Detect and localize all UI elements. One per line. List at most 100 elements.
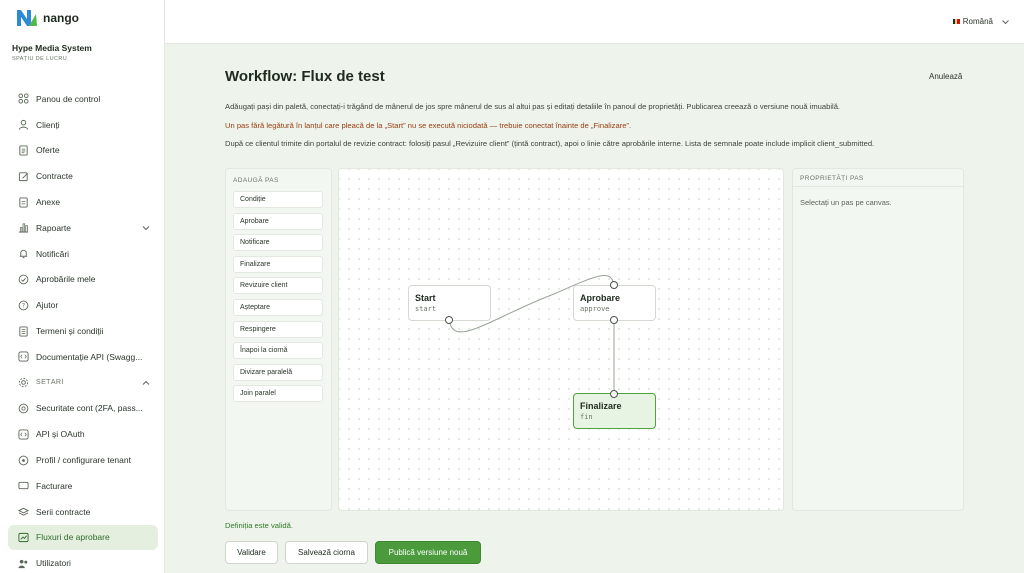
- shield-icon: [18, 403, 29, 414]
- sidebar-item-tenant-profile[interactable]: Profil / configurare tenant: [8, 447, 158, 473]
- validate-button[interactable]: Validare: [225, 541, 278, 564]
- node-finalize-input-handle[interactable]: [610, 390, 618, 398]
- sidebar-item-approval-flows[interactable]: Fluxuri de aprobare: [8, 524, 158, 551]
- logo[interactable]: nango: [16, 9, 79, 27]
- chevron-down-icon: [1002, 19, 1009, 24]
- sidebar-item-label: Facturare: [36, 480, 73, 491]
- palette-item-parallel-join[interactable]: Join paralel: [233, 385, 323, 403]
- palette-title: ADAUGĂ PAS: [233, 177, 279, 184]
- layers-icon: [18, 506, 29, 517]
- romania-flag-icon: [952, 19, 960, 24]
- chevron-down-icon[interactable]: [142, 224, 150, 232]
- sidebar-item-users[interactable]: Utilizatori: [8, 550, 158, 573]
- help-icon: ?: [18, 300, 29, 311]
- page-description: Adăugați pași din paletă, conectați-i tr…: [225, 102, 841, 111]
- terms-icon: [18, 326, 29, 337]
- node-title: Start: [415, 293, 436, 303]
- sidebar-item-contracts[interactable]: Contracte: [8, 163, 158, 189]
- cancel-link[interactable]: Anulează: [929, 72, 963, 81]
- workspace-info[interactable]: Hype Media System SPAȚIU DE LUCRU: [12, 43, 92, 62]
- node-title: Aprobare: [580, 293, 621, 303]
- user-icon: [18, 119, 29, 130]
- palette-item-wait[interactable]: Așteptare: [233, 299, 323, 316]
- sidebar-item-label: API și OAuth: [36, 429, 85, 440]
- contract-icon: [18, 171, 29, 182]
- sidebar-item-label: Rapoarte: [36, 222, 71, 233]
- sidebar-item-label: Contracte: [36, 171, 73, 182]
- sidebar-item-notifications[interactable]: Notificări: [8, 241, 158, 267]
- properties-panel: PROPRIETĂȚI PAS Selectați un pas pe canv…: [792, 168, 964, 511]
- document-icon: [18, 145, 29, 156]
- publish-version-button[interactable]: Publică versiune nouă: [375, 541, 481, 564]
- sidebar-item-annexes[interactable]: Anexe: [8, 189, 158, 215]
- node-approve-input-handle[interactable]: [610, 281, 618, 289]
- target-icon: [18, 455, 29, 466]
- sidebar-item-clients[interactable]: Clienți: [8, 112, 158, 138]
- sidebar-item-terms[interactable]: Termeni și condiții: [8, 318, 158, 344]
- node-key: fin: [580, 413, 593, 421]
- sidebar-item-label: Ajutor: [36, 300, 59, 311]
- palette-item-client-review[interactable]: Revizuire client: [233, 277, 323, 295]
- node-key: start: [415, 305, 437, 313]
- language-label: Română: [962, 17, 993, 26]
- workflow-icon: [18, 532, 29, 543]
- workspace-subtitle: SPAȚIU DE LUCRU: [12, 56, 68, 62]
- sidebar-item-billing[interactable]: Facturare: [8, 473, 158, 499]
- warning-message: Un pas fără legătură în lanțul care plea…: [225, 121, 632, 130]
- sidebar-item-label: Utilizatori: [36, 558, 71, 569]
- node-key: approve: [580, 305, 610, 313]
- sidebar-section-settings[interactable]: SETĂRI: [8, 370, 158, 396]
- sidebar-item-offers[interactable]: Oferte: [8, 138, 158, 164]
- page-title: Workflow: Flux de test: [225, 68, 385, 85]
- sidebar-item-label: Panou de control: [36, 93, 101, 104]
- sidebar-item-label: Serii contracte: [36, 506, 91, 517]
- sidebar-item-label: Profil / configurare tenant: [36, 455, 131, 466]
- palette-item-reject[interactable]: Respingere: [233, 320, 323, 338]
- palette-item-condition[interactable]: Condiție: [233, 191, 323, 208]
- sidebar-item-label: Oferte: [36, 145, 60, 156]
- language-selector[interactable]: Română: [952, 17, 1010, 26]
- card-icon: [18, 480, 29, 491]
- code-icon: [18, 351, 29, 362]
- workflow-edges: [448, 275, 615, 394]
- palette-item-parallel-split[interactable]: Divizare paralelă: [233, 363, 323, 381]
- sidebar-item-label: Clienți: [36, 119, 60, 130]
- check-circle-icon: [18, 274, 29, 285]
- users-icon: [18, 558, 29, 569]
- sidebar-item-contract-series[interactable]: Serii contracte: [8, 499, 158, 525]
- sidebar-section-label: SETĂRI: [36, 379, 64, 387]
- sidebar-item-account-security[interactable]: Securitate cont (2FA, pass...: [8, 396, 158, 422]
- edge-start-approve: [448, 275, 615, 333]
- sidebar: nango Hype Media System SPAȚIU DE LUCRU …: [0, 0, 165, 573]
- chevron-up-icon[interactable]: [142, 379, 150, 387]
- logo-text: nango: [43, 11, 79, 25]
- palette-item-back-to-draft[interactable]: Înapoi la ciornă: [233, 342, 323, 360]
- sidebar-item-help[interactable]: ? Ajutor: [8, 292, 158, 318]
- sidebar-item-label: Notificări: [36, 248, 70, 259]
- node-approve-output-handle[interactable]: [610, 316, 618, 324]
- palette-item-finalize[interactable]: Finalizare: [233, 255, 323, 273]
- properties-empty-message: Selectați un pas pe canvas.: [800, 198, 892, 207]
- sidebar-item-dashboard[interactable]: Panou de control: [8, 86, 158, 112]
- validation-status: Definiția este validă.: [225, 521, 293, 530]
- chart-icon: [18, 222, 29, 233]
- sidebar-item-my-approvals[interactable]: Aprobările mele: [8, 267, 158, 293]
- palette-item-approval[interactable]: Aprobare: [233, 212, 323, 230]
- topbar: Română: [165, 0, 1024, 44]
- step-palette: ADAUGĂ PAS Condiție Aprobare Notificare …: [225, 168, 332, 511]
- sidebar-item-label: Fluxuri de aprobare: [36, 532, 110, 543]
- sidebar-item-reports[interactable]: Rapoarte: [8, 215, 158, 241]
- workflow-node-finalize[interactable]: Finalizare fin: [573, 393, 656, 429]
- palette-item-notification[interactable]: Notificare: [233, 234, 323, 252]
- sidebar-item-label: Termeni și condiții: [36, 326, 104, 337]
- sidebar-nav: Panou de control Clienți Oferte Contract…: [8, 86, 158, 573]
- sidebar-item-label: Securitate cont (2FA, pass...: [36, 403, 143, 414]
- sidebar-item-api-docs[interactable]: Documentație API (Swagg...: [8, 344, 158, 370]
- workflow-canvas[interactable]: Start start Aprobare approve Finalizare …: [338, 168, 784, 511]
- info-message: După ce clientul trimite din portalul de…: [225, 139, 875, 148]
- sidebar-item-api-oauth[interactable]: API și OAuth: [8, 421, 158, 447]
- sidebar-item-label: Aprobările mele: [36, 274, 96, 285]
- node-start-output-handle[interactable]: [445, 316, 453, 324]
- save-draft-button[interactable]: Salvează ciorna: [285, 541, 368, 564]
- workspace-name: Hype Media System: [12, 43, 92, 53]
